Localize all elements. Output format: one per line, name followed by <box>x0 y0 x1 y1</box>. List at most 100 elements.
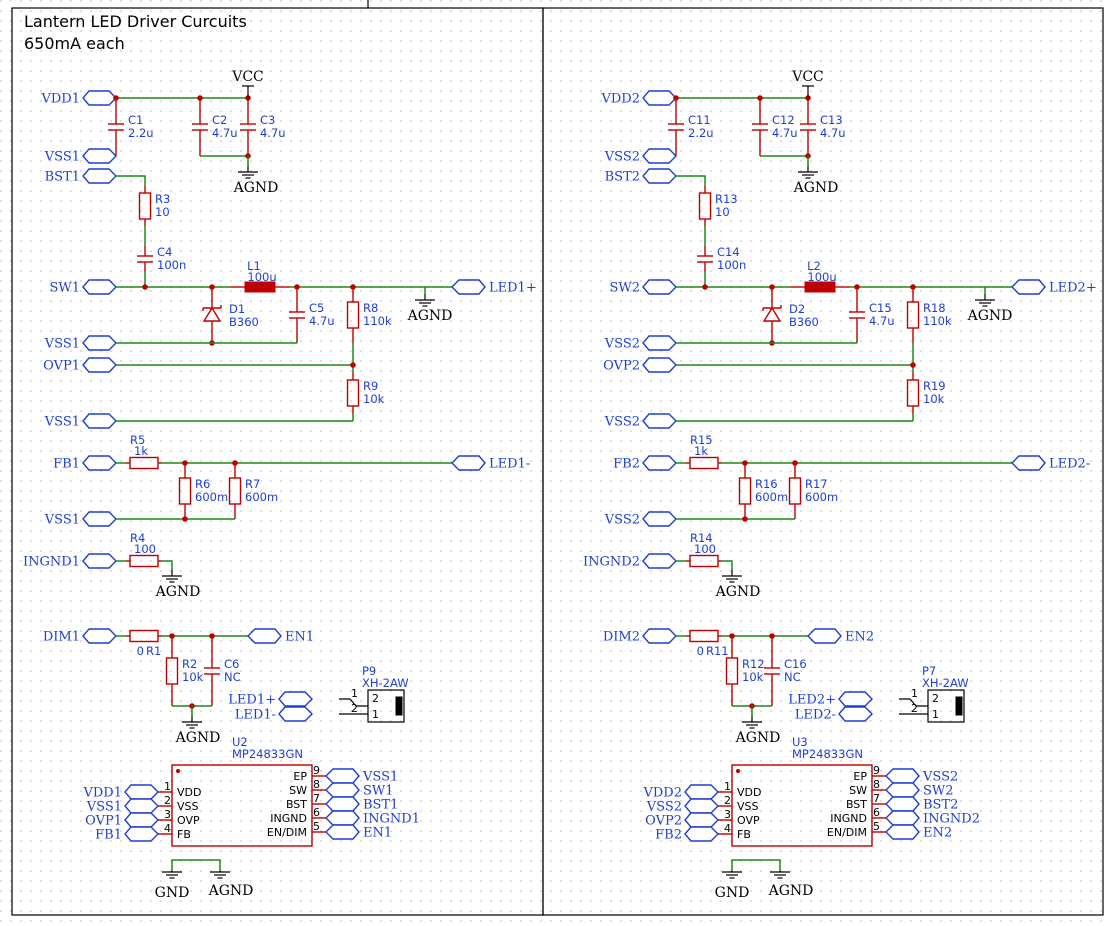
net-label-ic-left[interactable]: OVP1 <box>85 812 159 829</box>
net-label-ic-right[interactable]: INGND2 <box>885 810 980 827</box>
net-label-ic-left[interactable]: VDD1 <box>82 784 159 801</box>
net-label-text: INGND1 <box>23 555 80 570</box>
component-value: 4.7u <box>772 126 798 140</box>
net-label-dim[interactable]: DIM1 <box>43 628 117 645</box>
net-label-sw[interactable]: SW1 <box>49 279 117 296</box>
net-label-bst[interactable]: BST1 <box>45 168 117 185</box>
ic-pin-name: BST <box>286 798 307 811</box>
net-flag-icon <box>684 784 719 800</box>
net-label-ic-right[interactable]: EN1 <box>325 824 392 841</box>
net-label-led-minus[interactable]: LED1- <box>235 706 313 723</box>
net-label-sw[interactable]: SW2 <box>609 279 677 296</box>
net-label-ic-left[interactable]: OVP2 <box>645 812 719 829</box>
net-label-ic-right[interactable]: INGND1 <box>325 810 420 827</box>
net-label-vdd[interactable]: VDD1 <box>40 90 117 107</box>
net-label-text: VSS1 <box>44 513 80 528</box>
component-ref: D2 <box>789 302 805 316</box>
net-label-vss[interactable]: VSS1 <box>44 511 117 528</box>
ic-pin-name: VDD <box>177 786 201 799</box>
net-label-ic-left[interactable]: VSS1 <box>86 798 159 815</box>
net-label-text: FB2 <box>655 828 682 843</box>
net-label-ic-left[interactable]: VDD2 <box>642 784 719 801</box>
net-label-led-plus[interactable]: LED1+ <box>451 279 537 296</box>
net-label-led-minus[interactable]: LED2- <box>1011 455 1090 472</box>
ic-pin-name: FB <box>737 828 751 841</box>
net-label-bst[interactable]: BST2 <box>605 168 677 185</box>
component-ref: R16 <box>755 477 778 491</box>
component-ref: R8 <box>363 301 378 315</box>
component-value: 4.7u <box>309 314 335 328</box>
net-label-vdd[interactable]: VDD2 <box>600 90 677 107</box>
ic-pin-number: 1 <box>724 780 731 793</box>
net-label-vss[interactable]: VSS2 <box>604 148 677 165</box>
net-label-ic-left[interactable]: FB1 <box>95 826 159 843</box>
component-value: 0 <box>137 644 144 658</box>
vcc-symbol: VCC <box>791 69 824 98</box>
net-label-text: EN1 <box>363 826 392 841</box>
net-label-fb[interactable]: FB1 <box>53 455 117 472</box>
ic-pin-name: BST <box>846 798 867 811</box>
connector-pin-num: 1 <box>911 687 918 700</box>
wire <box>722 560 733 570</box>
net-label-led-plus[interactable]: LED2+ <box>788 691 873 708</box>
net-label-ic-right[interactable]: BST1 <box>325 796 398 813</box>
net-label-ic-right[interactable]: VSS1 <box>325 768 398 785</box>
net-label-ic-right[interactable]: SW1 <box>325 782 394 799</box>
net-label-ingnd[interactable]: INGND2 <box>583 553 677 570</box>
net-label-en[interactable]: EN2 <box>807 628 874 645</box>
net-label-led-plus[interactable]: LED1+ <box>228 691 313 708</box>
net-label-ic-right[interactable]: VSS2 <box>885 768 958 785</box>
net-label-ic-right[interactable]: BST2 <box>885 796 958 813</box>
net-label-text: LED1+ <box>228 693 276 708</box>
net-label-ic-left[interactable]: FB2 <box>655 826 719 843</box>
component-ref: C16 <box>784 657 807 671</box>
net-label-ingnd[interactable]: INGND1 <box>23 553 117 570</box>
net-flag-icon <box>82 413 117 429</box>
net-label-ic-left[interactable]: VSS2 <box>646 798 719 815</box>
net-label-vss[interactable]: VSS1 <box>44 413 117 430</box>
net-label-led-minus[interactable]: LED1- <box>451 455 530 472</box>
ic-pin-name: VSS <box>177 800 199 813</box>
agnd-label: AGND <box>793 180 839 196</box>
net-label-ic-right[interactable]: SW2 <box>885 782 954 799</box>
net-label-vss[interactable]: VSS2 <box>604 511 677 528</box>
net-label-dim[interactable]: DIM2 <box>603 628 677 645</box>
net-label-led-minus[interactable]: LED2- <box>795 706 873 723</box>
net-flag-icon <box>642 628 677 644</box>
capacitor-c-a: C12.2u <box>108 98 154 156</box>
net-label-vss[interactable]: VSS1 <box>44 148 117 165</box>
net-label-en[interactable]: EN1 <box>247 628 314 645</box>
wire <box>162 560 173 570</box>
net-label-vss[interactable]: VSS1 <box>44 335 117 352</box>
component-ref: U2 <box>232 735 248 749</box>
connector-pin-num: 2 <box>351 702 358 715</box>
net-label-text: SW1 <box>49 281 80 296</box>
net-flag-icon <box>82 628 117 644</box>
agnd-label: AGND <box>233 180 279 196</box>
ic-pin1-marker <box>736 769 740 773</box>
wire <box>171 859 221 872</box>
net-label-fb[interactable]: FB2 <box>613 455 677 472</box>
net-label-ic-right[interactable]: EN2 <box>885 824 952 841</box>
net-label-ovp[interactable]: OVP2 <box>603 357 677 374</box>
component-ref: C2 <box>212 113 227 127</box>
net-label-vss[interactable]: VSS2 <box>604 335 677 352</box>
agnd-symbol: AGND <box>967 294 1012 324</box>
net-flag-icon <box>325 782 360 798</box>
ic-pin-name: OVP <box>737 814 760 827</box>
net-label-led-plus[interactable]: LED2+ <box>1011 279 1097 296</box>
net-label-ovp[interactable]: OVP1 <box>43 357 117 374</box>
connector-pin-1: 1 <box>932 708 939 721</box>
net-label-vss[interactable]: VSS2 <box>604 413 677 430</box>
component-value: 4.7u <box>260 126 286 140</box>
net-label-text: FB1 <box>53 457 80 472</box>
